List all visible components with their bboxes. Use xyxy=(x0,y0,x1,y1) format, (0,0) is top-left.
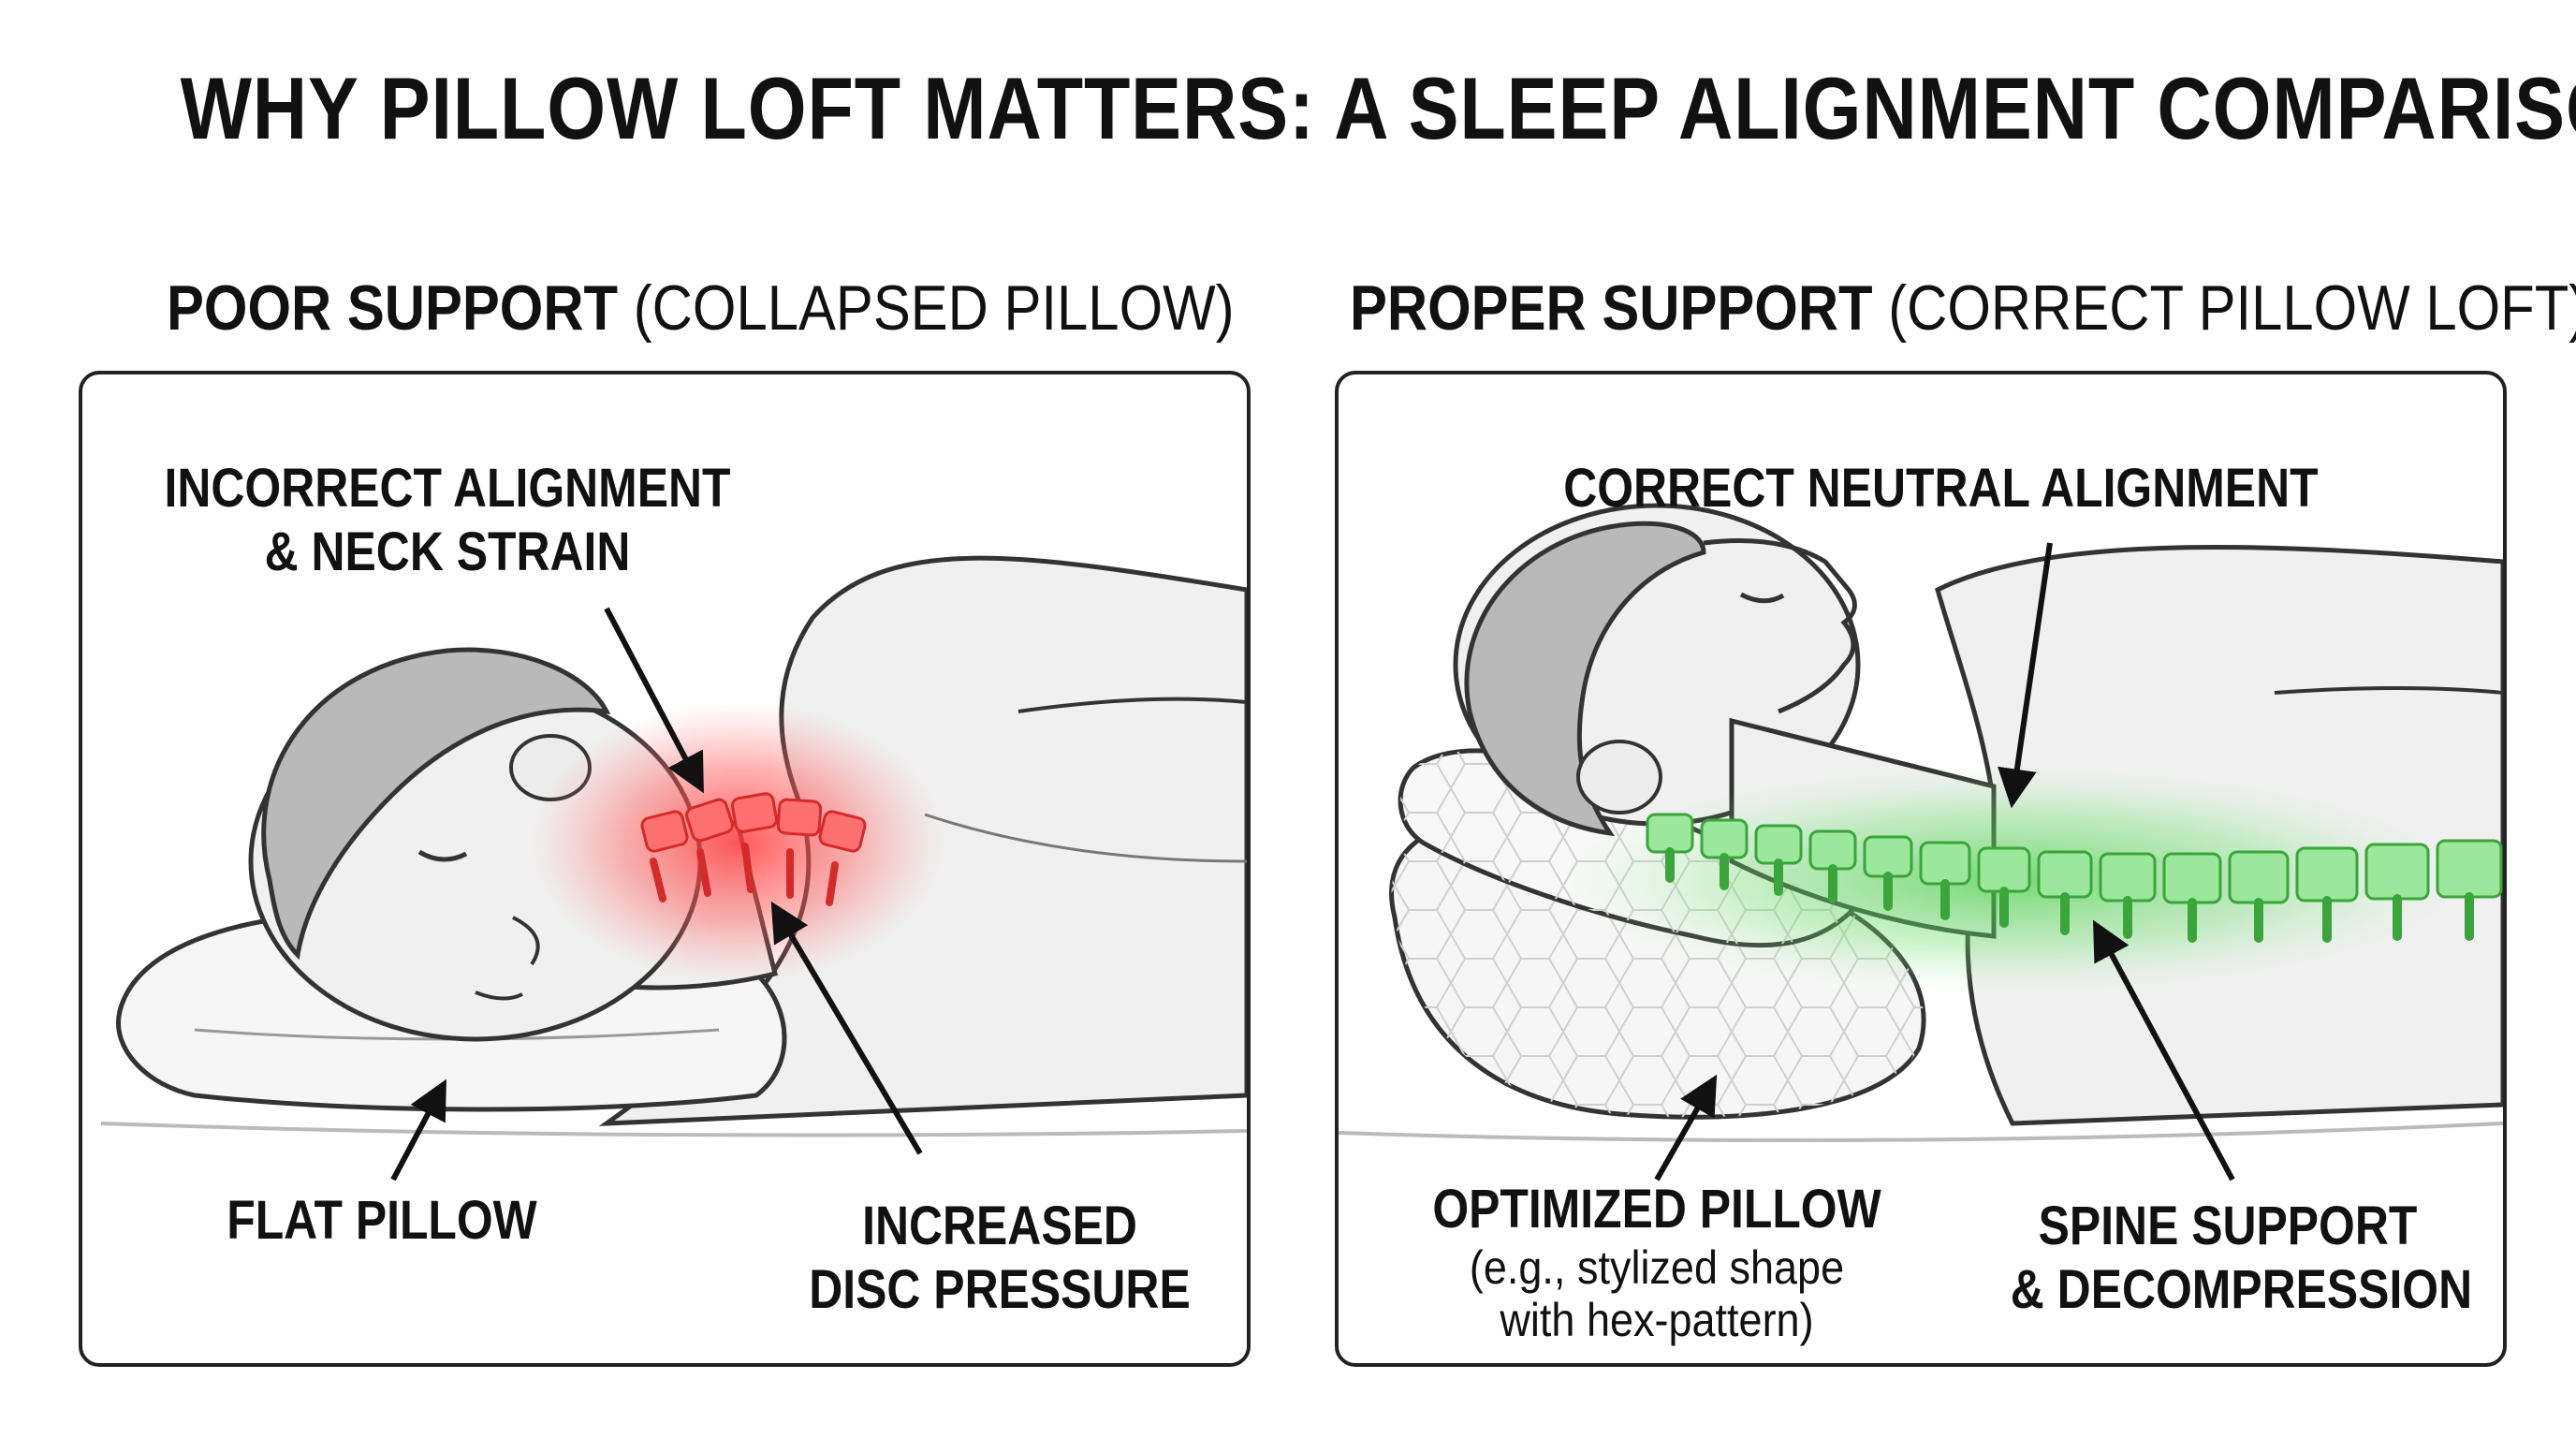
optimized-pillow-note-line1: (e.g., stylized shape xyxy=(1469,1241,1845,1294)
correct-alignment-label: CORRECT NEUTRAL ALIGNMENT xyxy=(1563,458,2319,519)
disc-pressure-line2: DISC PRESSURE xyxy=(809,1259,1191,1320)
mattress-line xyxy=(1339,1122,2503,1142)
strain-glow xyxy=(532,702,944,983)
aligned-spine xyxy=(1646,813,2503,943)
alignment-arrow xyxy=(604,607,704,794)
alignment-arrow xyxy=(1998,542,2053,809)
optimized-pillow-label: OPTIMIZED PILLOW xyxy=(1432,1179,1881,1240)
poor-support-illustration xyxy=(100,555,1247,1181)
left-heading-strong: POOR SUPPORT xyxy=(167,272,619,344)
misaligned-vertebrae xyxy=(640,792,867,906)
spine-support-arrow xyxy=(2093,919,2235,1181)
ear xyxy=(1576,740,1662,814)
hair xyxy=(1464,521,1706,837)
mattress-line xyxy=(100,1122,1247,1137)
flat-pillow-arrow xyxy=(390,1078,446,1181)
poor-support-panel: INCORRECT ALIGNMENT & NECK STRAIN FLAT P… xyxy=(79,371,1251,1367)
proper-support-illustration xyxy=(1339,503,2503,1181)
right-heading-light: (CORRECT PILLOW LOFT) xyxy=(1888,272,2576,344)
left-panel-heading: POOR SUPPORT (COLLAPSED PILLOW) xyxy=(167,271,1235,345)
hair xyxy=(261,647,611,961)
nose xyxy=(512,916,540,966)
page-title: WHY PILLOW LOFT MATTERS: A SLEEP ALIGNME… xyxy=(180,59,2576,157)
right-panel-heading: PROPER SUPPORT (CORRECT PILLOW LOFT) xyxy=(1350,271,2576,345)
flat-pillow-label: FLAT PILLOW xyxy=(227,1190,537,1251)
spine-support-line2: & DECOMPRESSION xyxy=(2010,1259,2473,1320)
optimized-pillow-arrow xyxy=(1654,1074,1718,1181)
closed-eye xyxy=(417,849,468,862)
optimized-pillow-note-line2: with hex-pattern) xyxy=(1500,1294,1814,1346)
spine-support-label: SPINE SUPPORT & DECOMPRESSION xyxy=(2010,1195,2473,1322)
incorrect-alignment-line2: & NECK STRAIN xyxy=(264,521,631,582)
disc-pressure-line1: INCREASED xyxy=(862,1196,1137,1256)
right-heading-strong: PROPER SUPPORT xyxy=(1350,272,1873,344)
left-heading-light: (COLLAPSED PILLOW) xyxy=(633,272,1235,344)
disc-pressure-arrow xyxy=(770,901,923,1155)
mouth xyxy=(475,990,523,1001)
incorrect-alignment-line1: INCORRECT ALIGNMENT xyxy=(164,458,731,519)
incorrect-alignment-label: INCORRECT ALIGNMENT & NECK STRAIN xyxy=(157,457,737,584)
closed-eye xyxy=(1739,592,1785,604)
disc-pressure-label: INCREASED DISC PRESSURE xyxy=(790,1195,1208,1322)
spine-support-line1: SPINE SUPPORT xyxy=(2038,1196,2418,1256)
face-profile xyxy=(1703,538,1857,714)
proper-support-panel: CORRECT NEUTRAL ALIGNMENT OPTIMIZED PILL… xyxy=(1335,371,2507,1367)
optimized-pillow-label-group: OPTIMIZED PILLOW (e.g., stylized shape w… xyxy=(1376,1178,1938,1346)
